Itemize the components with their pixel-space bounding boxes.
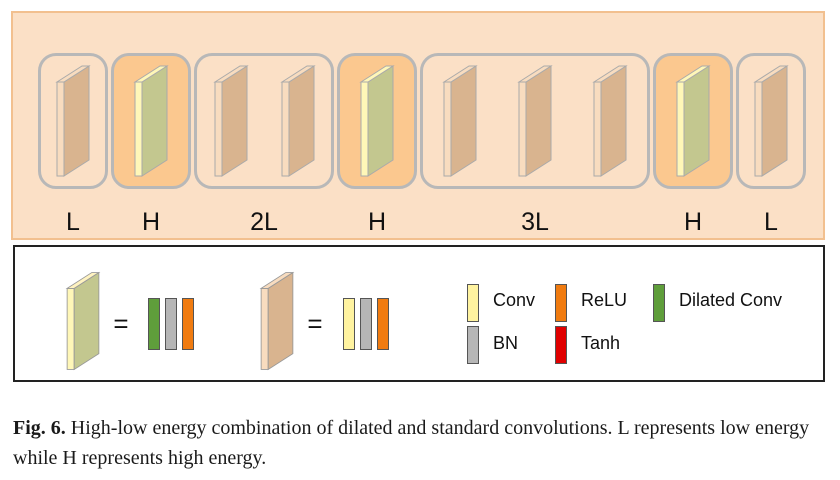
standard-block-icon [251, 269, 303, 373]
standard-conv-block [588, 62, 632, 180]
relu-bar-standard [377, 298, 389, 350]
dilated-conv-swatch [653, 284, 665, 322]
relu-label: ReLU [581, 290, 628, 310]
tanh-swatch [555, 326, 567, 364]
standard-conv-block [749, 62, 793, 180]
figure-caption: Fig. 6. High-low energy combination of d… [13, 413, 833, 473]
dilated-conv-label: Dilated Conv [679, 290, 783, 310]
energy-diagram-panel: L H 2L H 3L H L [11, 11, 825, 240]
group-label-2: H [141, 208, 161, 236]
dilated-block-icon [57, 269, 109, 373]
conv-bar-standard [343, 298, 355, 350]
relu-swatch [555, 284, 567, 322]
group-label-3: 2L [250, 208, 278, 236]
standard-conv-block [513, 62, 557, 180]
figure-label: Fig. 6. [13, 417, 66, 439]
group-6-high [653, 53, 733, 189]
standard-conv-block [51, 62, 95, 180]
group-3-low [194, 53, 334, 189]
group-label-7: L [764, 208, 778, 236]
equals-sign-standard: = [307, 308, 323, 339]
legend-box: = = Conv ReLU Dilated Conv BN Tanh [13, 245, 825, 382]
group-label-5: 3L [521, 208, 549, 236]
caption-text: High-low energy combination of dilated a… [13, 417, 810, 469]
group-4-high [337, 53, 417, 189]
conv-swatch [467, 284, 479, 322]
tanh-label: Tanh [581, 333, 621, 353]
group-7-low [736, 53, 806, 189]
group-label-4: H [367, 208, 387, 236]
standard-block-shape [259, 271, 295, 371]
dilated-conv-bar [148, 298, 160, 350]
equals-sign-dilated: = [113, 308, 129, 339]
bn-bar-standard [360, 298, 372, 350]
bn-label: BN [493, 333, 519, 353]
bn-swatch [467, 326, 479, 364]
group-label-1: L [66, 208, 80, 236]
group-5-low [420, 53, 650, 189]
standard-conv-block [438, 62, 482, 180]
standard-conv-block [276, 62, 320, 180]
group-1-low [38, 53, 108, 189]
dilated-block-shape [65, 271, 101, 371]
standard-conv-block [209, 62, 253, 180]
dilated-conv-block [671, 62, 715, 180]
dilated-conv-block [355, 62, 399, 180]
conv-label: Conv [493, 290, 536, 310]
group-2-high [111, 53, 191, 189]
dilated-conv-block [129, 62, 173, 180]
group-label-6: H [683, 208, 703, 236]
bn-bar-dilated [165, 298, 177, 350]
relu-bar-dilated [182, 298, 194, 350]
